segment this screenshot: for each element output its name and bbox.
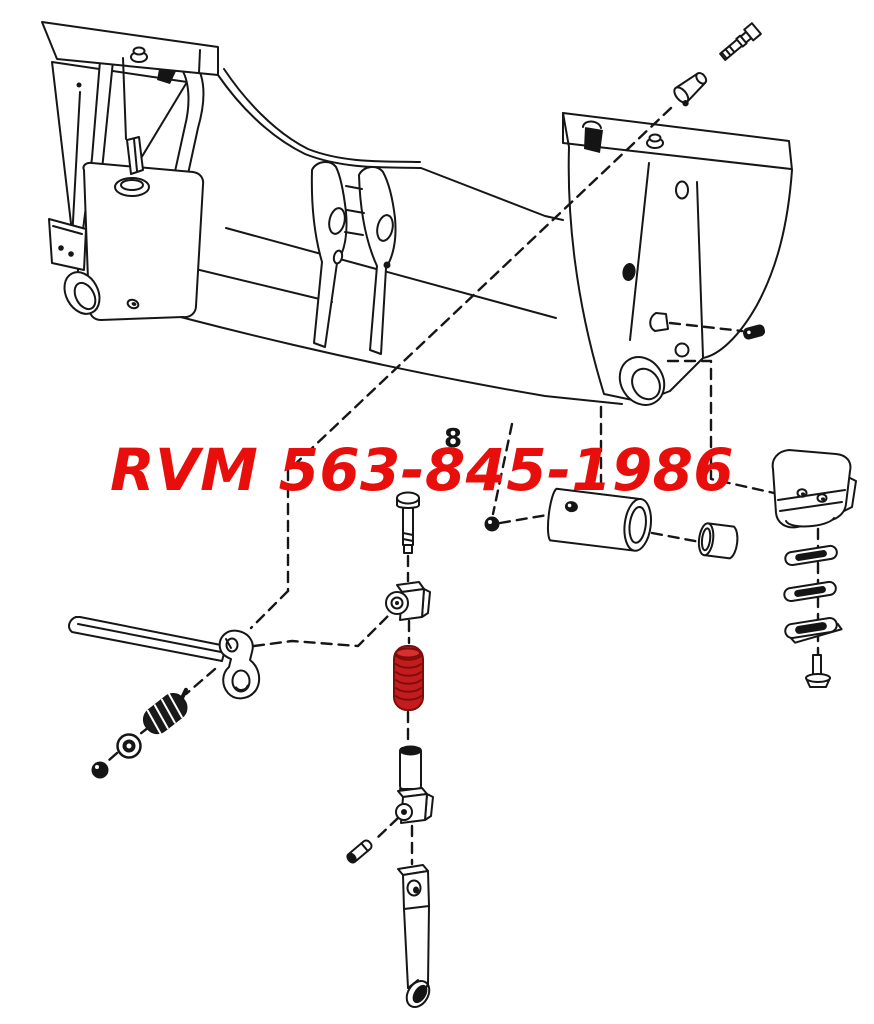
swivel-block <box>385 581 431 621</box>
handle-lever <box>68 616 261 700</box>
plate-hole <box>674 342 690 358</box>
left-top-bar <box>41 21 219 76</box>
shim-plate-3 <box>784 617 843 644</box>
ear-hole <box>328 207 346 235</box>
leader-wedge <box>666 359 776 495</box>
wedge-block <box>771 449 857 529</box>
red-compression-spring <box>393 645 424 711</box>
washer <box>116 733 142 759</box>
shim-plate-2 <box>783 580 837 603</box>
plate-hole <box>675 180 689 200</box>
center-ear-plates <box>310 161 397 355</box>
tank-body <box>82 161 205 321</box>
leader-roll-pin <box>668 321 744 333</box>
roll-pin <box>742 324 766 340</box>
sleeve-spacer <box>399 745 422 793</box>
ear-hole-small <box>332 249 344 265</box>
lever-plate <box>218 629 261 700</box>
carriage-bolt <box>805 654 831 688</box>
ear-hole <box>376 214 394 242</box>
lock-spring <box>142 687 188 735</box>
roller-bushing <box>547 487 652 552</box>
right-tower-body <box>562 112 793 403</box>
callout-number-8: 8 <box>444 424 463 454</box>
shoulder-bolt <box>396 491 420 554</box>
watermark-phone-text: RVM 563-845-1986 <box>110 436 734 504</box>
wedge-rod <box>397 864 431 1009</box>
tapered-bushing <box>673 72 708 107</box>
lower-swivel-block <box>395 787 434 824</box>
shim-plate-1 <box>784 544 838 567</box>
hook-slot <box>584 127 603 153</box>
ear-dot <box>383 261 391 269</box>
dowel-pin <box>346 839 373 864</box>
detent-ball <box>91 761 109 779</box>
right-tower <box>562 112 793 406</box>
leader-main-diagonal <box>288 106 673 471</box>
slot-shadow <box>622 263 636 281</box>
cap-bushing <box>697 522 739 560</box>
left-tower <box>41 21 219 321</box>
lever-hole-small <box>225 637 239 653</box>
latch-notch <box>649 312 669 332</box>
leader-center-column <box>373 554 414 866</box>
ear-plate-right <box>358 166 397 355</box>
bushing-pin <box>484 516 500 532</box>
leader-lever-to-block <box>252 612 392 648</box>
pivot-bolt <box>719 22 762 61</box>
